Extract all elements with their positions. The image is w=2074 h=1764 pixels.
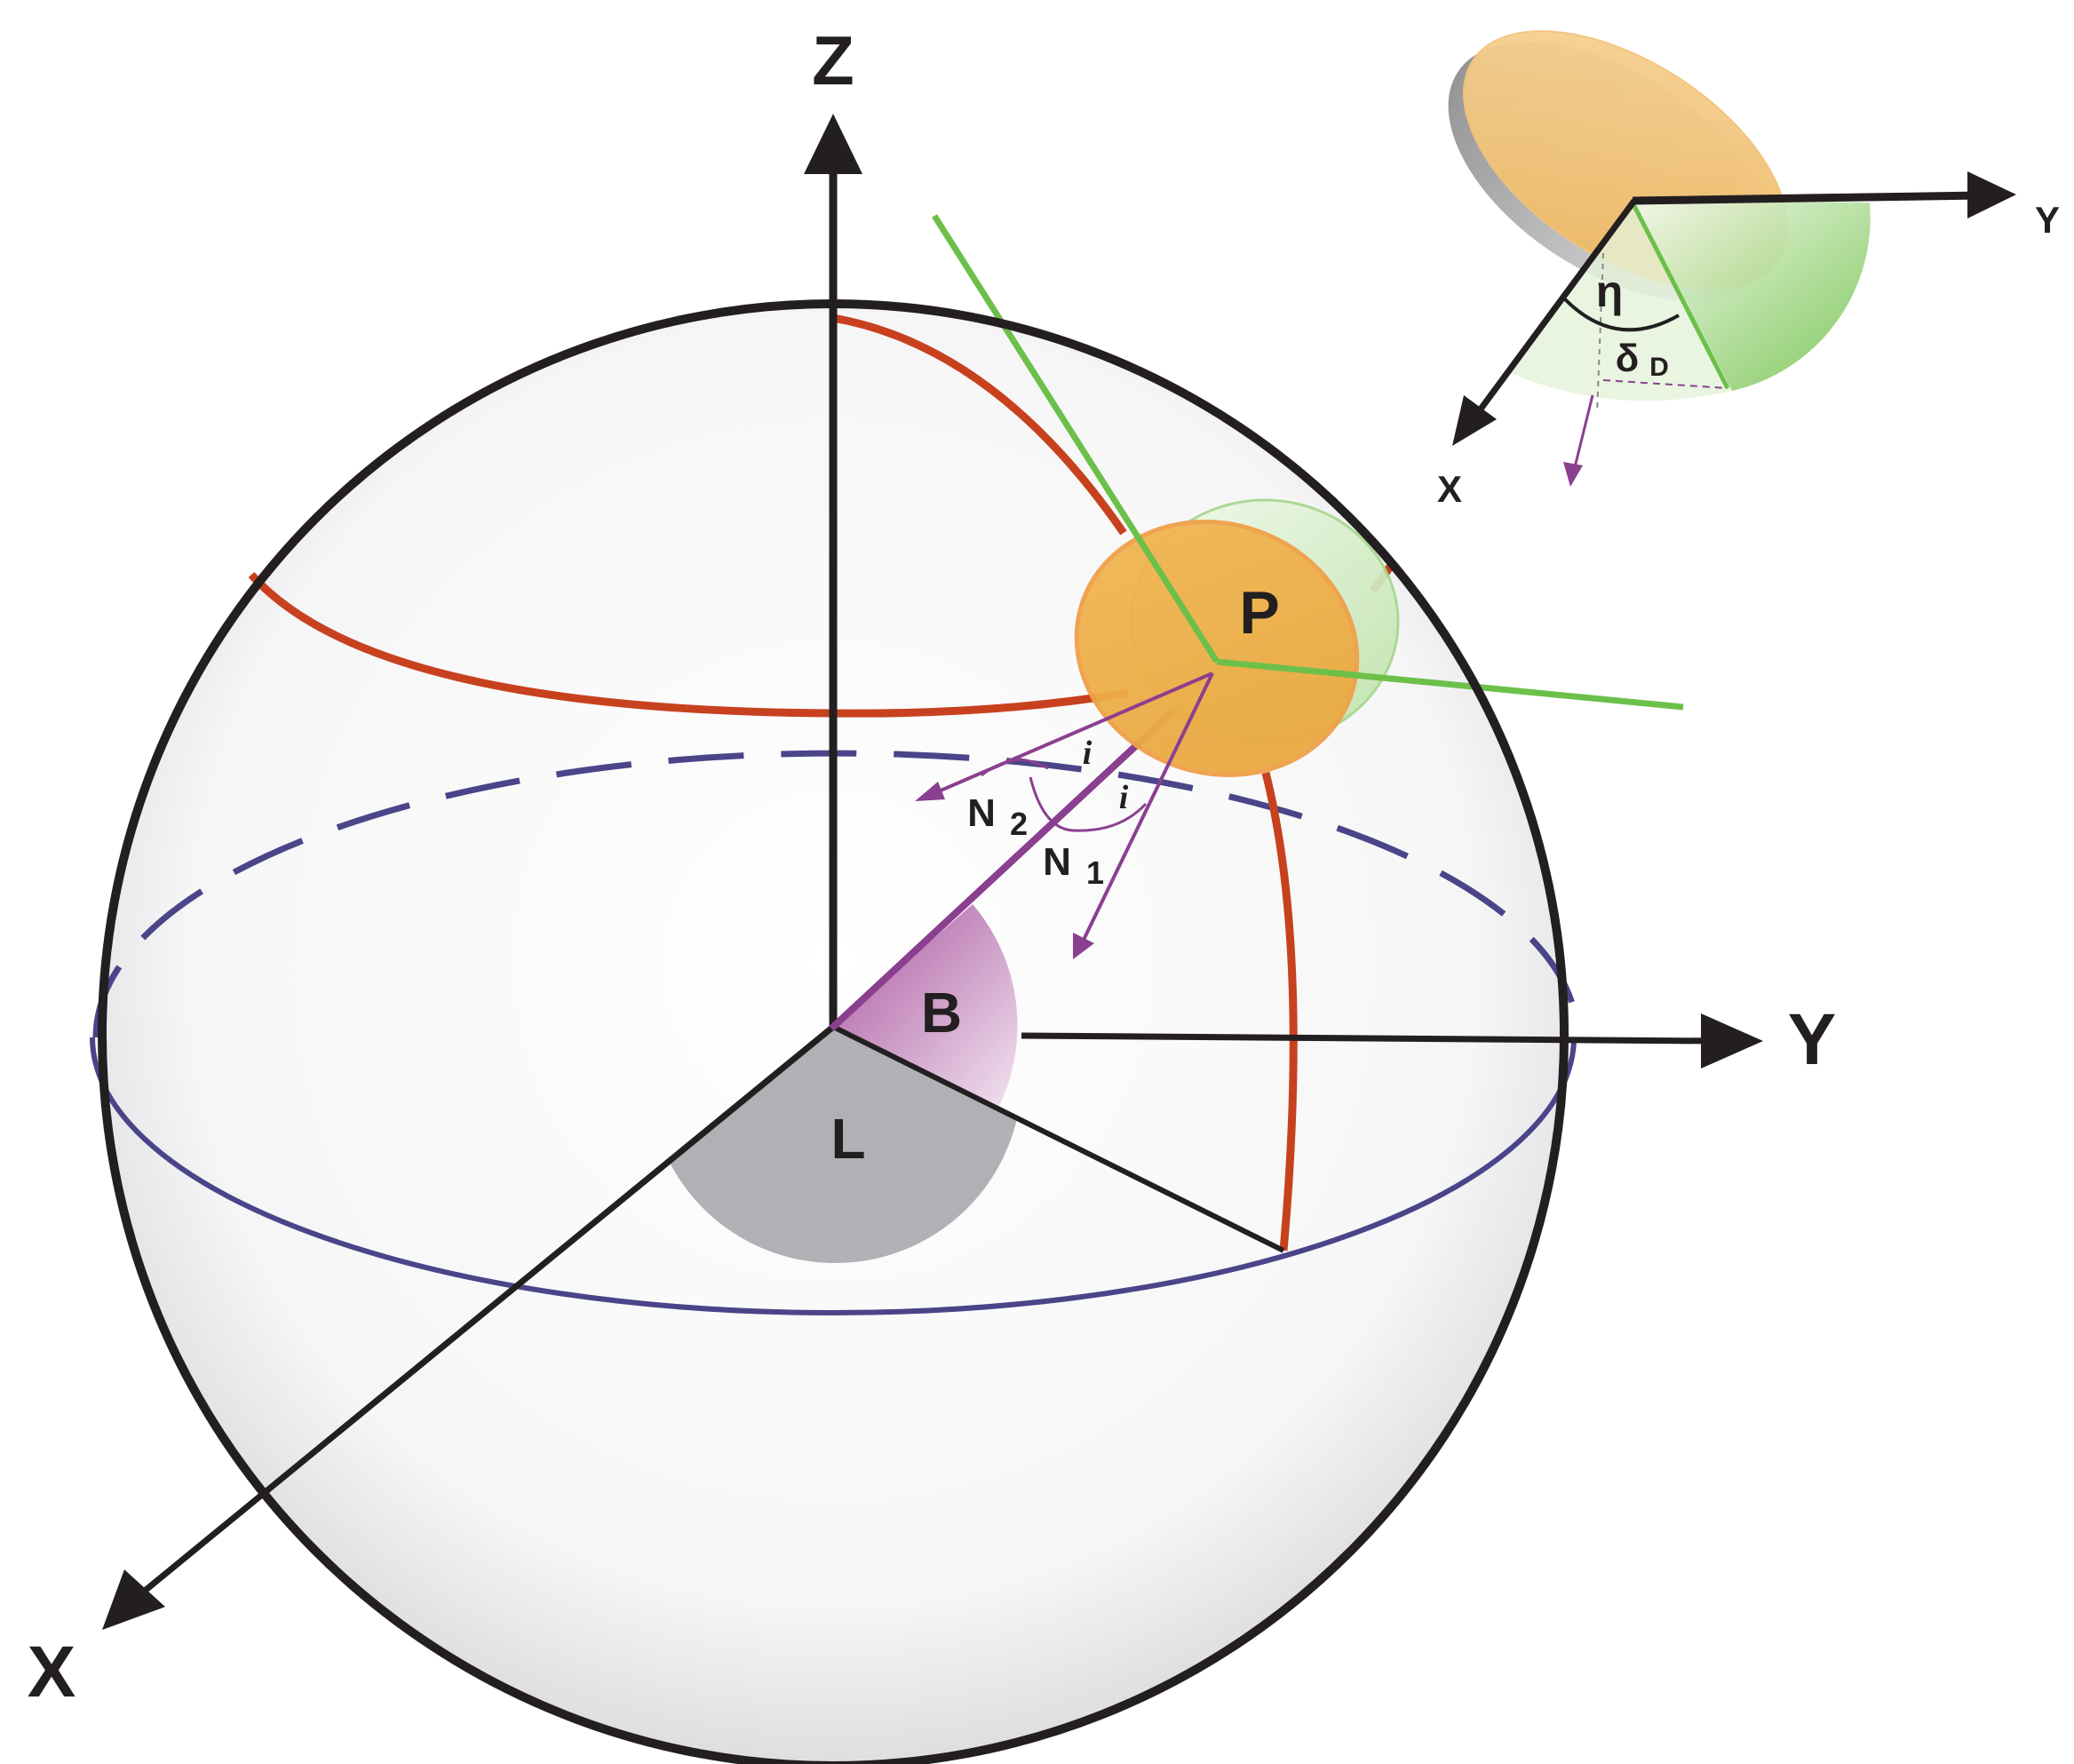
tangent-east-line xyxy=(1216,658,1684,711)
equator-front xyxy=(90,1037,1577,1315)
x-axis-label: X xyxy=(28,1632,76,1712)
angle-l-label: L xyxy=(830,1107,865,1171)
incidence-arc-2 xyxy=(981,758,1049,777)
incidence-arc-1 xyxy=(1029,776,1148,832)
normal-n2-arrowhead xyxy=(915,782,945,801)
inset-normal-line xyxy=(1572,394,1594,472)
angle-b-label: B xyxy=(921,981,962,1045)
inset-y-axis-label: Y xyxy=(2035,199,2060,241)
y-axis-line xyxy=(1021,1032,1715,1045)
facet-disc xyxy=(1074,520,1360,777)
x-axis-line xyxy=(138,1024,836,1597)
normal-n2-subscript: 2 xyxy=(1010,806,1028,842)
inset-x-axis-arrowhead xyxy=(1452,395,1497,446)
inset-eta-label: η xyxy=(1596,266,1624,316)
incidence-i-label-1: i xyxy=(1119,779,1129,816)
normal-n2-line xyxy=(934,671,1213,795)
tangent-north-line xyxy=(932,214,1220,663)
x-axis-arrowhead xyxy=(102,1569,165,1630)
inset-normal-arrowhead xyxy=(1563,462,1583,487)
inset-eta-arc xyxy=(1563,298,1680,332)
inset-x-axis-line xyxy=(1472,198,1637,420)
inset-green-lower xyxy=(1510,200,1732,401)
normal-n1-arrowhead xyxy=(1073,933,1094,959)
inset-delta-subscript: D xyxy=(1649,353,1669,382)
inset-green-edge xyxy=(1630,201,1730,390)
latitude-circle xyxy=(248,571,1129,718)
meridian-upper xyxy=(832,314,1127,536)
inset-green-sector xyxy=(1633,200,1871,391)
point-p-label: P xyxy=(1239,579,1279,647)
inset-delta-label: δ xyxy=(1616,337,1640,380)
normal-n2-label: N xyxy=(967,791,996,835)
inset-facet-diagram: Y X η δ D xyxy=(1437,30,2060,510)
inset-dashed-base xyxy=(1602,379,1728,389)
normal-n1-subscript: 1 xyxy=(1086,854,1104,891)
sphere-outline xyxy=(98,299,1569,1764)
longitude-angle-sector xyxy=(668,1027,1017,1264)
z-axis-arrowhead xyxy=(804,114,862,174)
inset-x-axis-label: X xyxy=(1437,468,1462,510)
normal-n1-line xyxy=(1082,672,1214,941)
longitude-line xyxy=(831,1024,1285,1253)
meridian-lower xyxy=(1261,771,1298,1251)
inset-y-axis-arrowhead xyxy=(1967,171,2016,219)
inset-y-axis-line xyxy=(1632,191,1982,205)
incidence-i-label-2: i xyxy=(1083,735,1093,772)
latitude-angle-sector xyxy=(833,904,1018,1106)
z-axis-label: Z xyxy=(812,21,854,99)
y-axis-label: Y xyxy=(1788,999,1837,1080)
normal-n1-label: N xyxy=(1043,840,1071,884)
y-axis-arrowhead xyxy=(1701,1013,1763,1069)
